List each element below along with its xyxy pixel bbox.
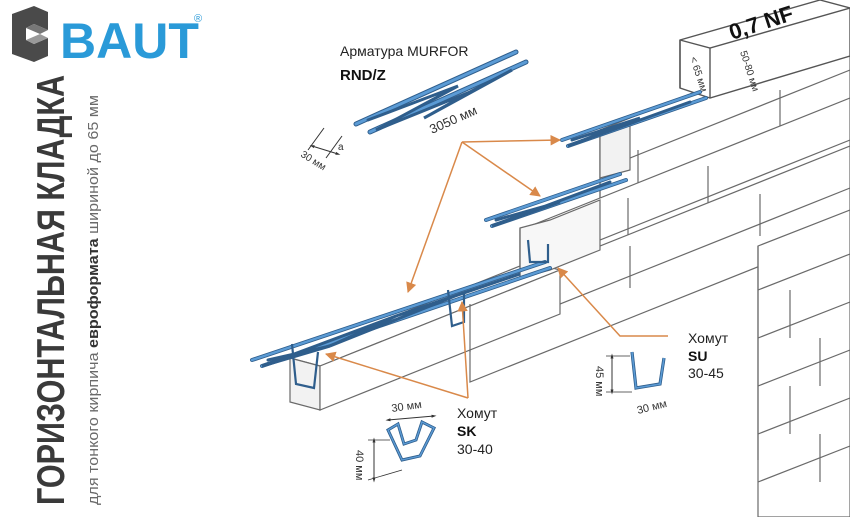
clip-sk-code: SK — [457, 423, 476, 439]
rebar-sample — [353, 49, 529, 135]
rebar-code: RND/Z — [340, 67, 386, 84]
side-subtitle-group: для тонкого кирпича евроформата шириной … — [86, 95, 102, 505]
clip-in-wall-su — [526, 239, 550, 264]
rebar-dim-a: a — [338, 142, 344, 153]
clip-su-size: 30-45 — [688, 365, 724, 381]
rebar-title: Арматура MURFOR — [340, 43, 469, 59]
side-subtitle: для тонкого кирпича евроформата шириной … — [86, 95, 102, 505]
clip-su-title: Хомут — [688, 330, 729, 346]
clip-su-width: 30 мм — [636, 398, 668, 417]
rebar-upper — [560, 90, 708, 148]
brand-registered: ® — [194, 13, 202, 25]
rebar-middle — [484, 172, 628, 228]
clip-su-detail: 45 мм 30 мм Хомут SU 30-45 — [593, 330, 729, 417]
side-title: ГОРИЗОНТАЛЬНАЯ КЛАДКА — [30, 75, 73, 505]
clip-su-code: SU — [688, 348, 707, 364]
callout-arrows — [324, 134, 668, 399]
clip-su-height: 45 мм — [593, 366, 605, 396]
arrow-sk-to-wall-right — [457, 300, 469, 399]
rebar-width-dim: 30 мм — [298, 149, 327, 173]
arrow-sk-to-wall-left — [324, 351, 469, 399]
baut-logo: BAUT ® — [12, 6, 202, 69]
clip-sk-width: 30 мм — [391, 399, 423, 415]
rebar-lower — [250, 260, 552, 368]
clip-sk-title: Хомут — [457, 405, 498, 421]
brand-name: BAUT — [60, 13, 199, 69]
arrow-to-lower-rebar — [406, 141, 463, 293]
clip-sk-detail: 30 мм 40 мм Хомут SK 30-40 — [353, 399, 498, 483]
side-title-group: ГОРИЗОНТАЛЬНАЯ КЛАДКА — [30, 75, 73, 505]
rebar-width-dimension: a 30 мм — [298, 127, 344, 173]
arrow-to-upper-rebar — [461, 134, 562, 146]
clip-sk-size: 30-40 — [457, 441, 493, 457]
logo-mark-icon — [12, 6, 48, 62]
arrow-to-middle-rebar — [461, 141, 541, 197]
clip-sk-height: 40 мм — [353, 450, 365, 480]
arrow-su-to-wall — [557, 267, 668, 337]
